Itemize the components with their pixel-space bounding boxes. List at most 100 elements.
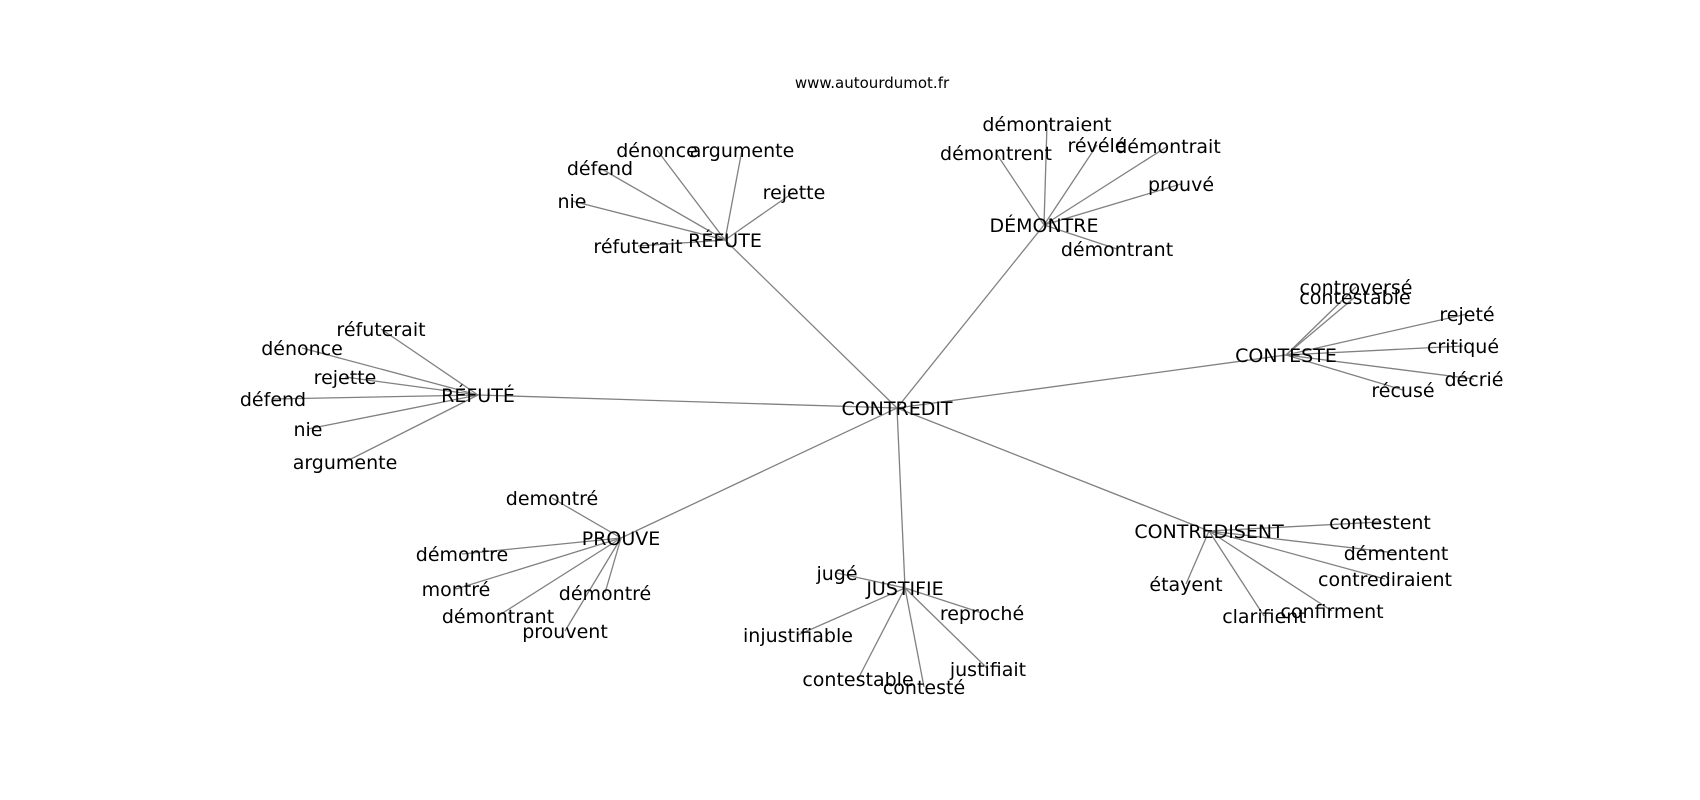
- word-node-etayent: étayent: [1149, 574, 1222, 596]
- edge-refute-denonce: [301, 347, 479, 396]
- word-node-defend: défend: [240, 389, 306, 411]
- word-node-conteste: contesté: [883, 677, 965, 699]
- edge-refute-defend: [272, 394, 479, 400]
- edge-refute-nie: [571, 200, 726, 241]
- edge-refute-rejette: [344, 376, 479, 396]
- edge-refute-argumente: [344, 394, 479, 463]
- word-node-contrediraient: contrediraient: [1318, 569, 1452, 591]
- word-node-nie: nie: [557, 191, 586, 213]
- edge-refute-defend: [599, 167, 726, 241]
- word-node-confirment: confirment: [1280, 601, 1383, 623]
- edge-center-conteste: [896, 354, 1287, 409]
- word-node-revele: révélé: [1068, 135, 1127, 157]
- hub-node-refute: RÉFUTÉ: [441, 384, 515, 407]
- word-node-prouvent: prouvent: [522, 621, 608, 643]
- hub-node-refute: RÉFUTE: [688, 229, 762, 252]
- word-node-demontrant: démontrant: [1061, 239, 1173, 261]
- edge-justifie-justifiait: [904, 587, 989, 670]
- word-node-decrie: décrié: [1445, 369, 1504, 391]
- edge-refute-denonce: [656, 149, 726, 241]
- edge-justifie-injustifiable: [797, 587, 906, 636]
- edge-justifie-conteste: [904, 587, 925, 688]
- edge-conteste-critique: [1285, 345, 1464, 356]
- edge-refute-argumente: [724, 149, 743, 241]
- hub-node-contredisent: CONTREDISENT: [1134, 521, 1284, 543]
- hub-node-prouve: PROUVE: [582, 528, 661, 550]
- word-node-critique: critiqué: [1427, 336, 1499, 358]
- edge-contredisent-contestent: [1208, 521, 1381, 532]
- word-node-injustifiable: injustifiable: [743, 625, 853, 647]
- edge-conteste-decrie: [1285, 354, 1475, 380]
- word-node-dementent: démentent: [1344, 543, 1449, 565]
- hub-node-conteste: CONTESTE: [1235, 345, 1337, 367]
- word-node-rejette: rejette: [763, 182, 826, 204]
- word-node-demontraient: démontraient: [982, 114, 1111, 136]
- edge-refute-rejette: [724, 191, 795, 241]
- edge-demontre-demontrent: [995, 152, 1045, 226]
- hub-node-justifie: JUSTIFIE: [865, 578, 943, 600]
- word-node-refuterait: réfuterait: [593, 236, 682, 258]
- word-node-demontre: demontré: [506, 488, 598, 510]
- word-node-refuterait: réfuterait: [336, 319, 425, 341]
- edge-prouve-montre: [455, 537, 622, 590]
- edge-prouve-demontre: [551, 497, 622, 539]
- word-node-contestent: contestent: [1329, 512, 1431, 534]
- word-node-denonce: dénonce: [261, 338, 343, 360]
- word-node-justifiait: justifiait: [949, 659, 1026, 681]
- word-node-recuse: récusé: [1371, 380, 1434, 402]
- edge-contredisent-confirment: [1208, 530, 1333, 612]
- edge-demontre-prouve: [1043, 183, 1182, 226]
- edge-center-prouve: [620, 407, 898, 539]
- source-credit: www.autourdumot.fr: [795, 74, 950, 92]
- word-node-denonce: dénonce: [616, 140, 698, 162]
- word-node-argumente: argumente: [690, 140, 795, 162]
- word-node-contestable: contestable: [802, 669, 913, 691]
- word-node-demontre: démontre: [416, 544, 508, 566]
- edge-justifie-juge: [836, 572, 906, 589]
- word-node-prouve: prouvé: [1148, 174, 1214, 196]
- word-node-demontrent: démontrent: [940, 143, 1052, 165]
- edge-center-demontre: [896, 224, 1045, 409]
- edge-demontre-demontrant: [1043, 224, 1118, 250]
- edge-center-justifie: [896, 407, 906, 589]
- word-node-defend: défend: [567, 158, 633, 180]
- word-node-demontrait: démontrait: [1115, 136, 1221, 158]
- word-node-demontre: démontré: [559, 583, 651, 605]
- edge-demontre-revele: [1043, 144, 1098, 226]
- word-node-controverse: controversé: [1300, 277, 1413, 299]
- edge-center-refute: [477, 394, 898, 409]
- graph-edges: [272, 123, 1475, 688]
- edge-center-refute: [724, 239, 898, 409]
- edge-contredisent-contrediraient: [1208, 530, 1386, 580]
- edge-refute-refuterait: [637, 239, 726, 247]
- edge-demontre-demontraient: [1043, 123, 1048, 226]
- edge-conteste-rejete: [1285, 313, 1468, 356]
- word-node-contestable: contestable: [1299, 287, 1410, 309]
- word-node-rejete: rejeté: [1439, 304, 1494, 326]
- edge-prouve-demontrant: [497, 537, 622, 617]
- hub-node-demontre: DÉMONTRE: [989, 214, 1098, 237]
- edge-prouve-demontre: [461, 537, 622, 555]
- graph-labels: dénonceargumentedéfendrejettenieréfutera…: [240, 114, 1504, 699]
- word-node-montre: montré: [422, 579, 491, 601]
- word-node-clarifient: clarifient: [1222, 606, 1306, 628]
- edge-conteste-contestable: [1285, 296, 1356, 356]
- center-node: CONTREDIT: [841, 398, 952, 420]
- word-node-argumente: argumente: [293, 452, 398, 474]
- edge-justifie-reproche: [904, 587, 983, 614]
- word-node-nie: nie: [293, 419, 322, 441]
- edge-contredisent-clarifient: [1208, 530, 1265, 617]
- edge-conteste-recuse: [1285, 354, 1404, 391]
- edge-contredisent-etayent: [1185, 530, 1210, 585]
- word-node-juge: jugé: [815, 563, 857, 585]
- edge-refute-nie: [307, 394, 479, 430]
- edge-conteste-controverse: [1285, 286, 1357, 356]
- word-node-demontrant: démontrant: [442, 606, 554, 628]
- edge-contredisent-dementent: [1208, 530, 1397, 554]
- word-node-rejette: rejette: [314, 367, 377, 389]
- edge-prouve-demontre: [604, 537, 622, 594]
- edge-prouve-prouvent: [564, 537, 622, 632]
- edge-center-contredisent: [896, 407, 1210, 532]
- word-node-reproche: reproché: [940, 603, 1024, 625]
